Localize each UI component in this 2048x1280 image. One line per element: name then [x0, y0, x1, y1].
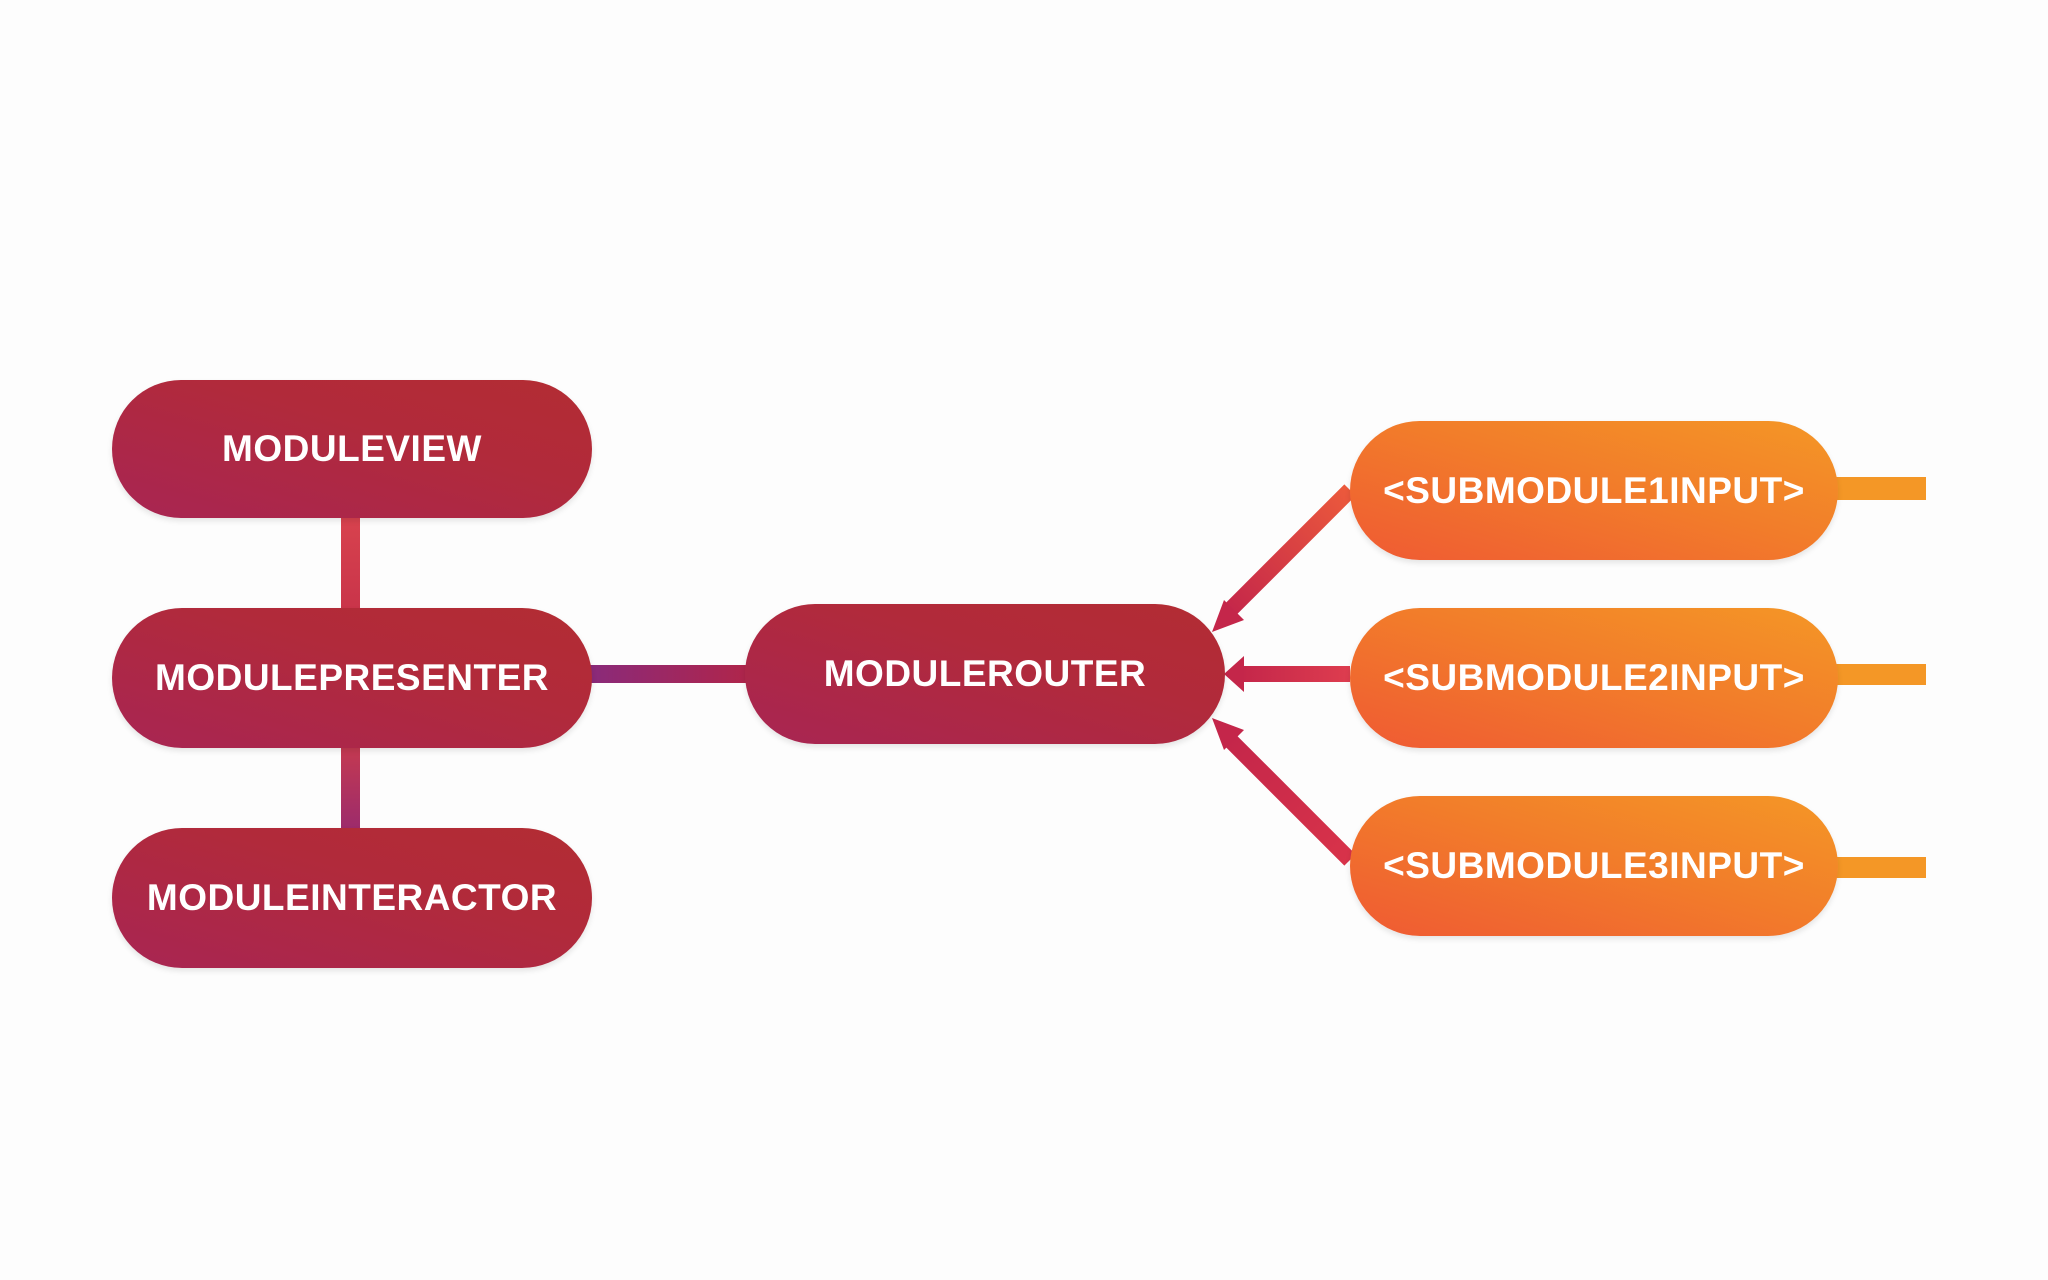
arrow-submodule2-router	[1240, 666, 1350, 682]
connector-presenter-interactor	[341, 745, 360, 830]
connector-presenter-router	[590, 665, 750, 683]
module-interactor-label: MODULEINTERACTOR	[146, 877, 558, 918]
submodule3-output-stub	[1830, 857, 1926, 878]
submodule1-input-label: <SUBMODULE1INPUT>	[1383, 469, 1805, 511]
arrowhead-submodule1	[1212, 600, 1244, 632]
module-view-label: MODULEVIEW	[222, 428, 482, 469]
submodule1-input-node: <SUBMODULE1INPUT>	[1350, 421, 1838, 560]
connector-view-presenter	[341, 515, 360, 610]
submodule2-input-label: <SUBMODULE2INPUT>	[1383, 657, 1805, 698]
arrow-submodule1-router	[1222, 484, 1356, 618]
module-presenter-label: MODULEPRESENTER	[155, 657, 549, 698]
module-view-node: MODULEVIEW	[112, 380, 592, 518]
submodule2-input-node: <SUBMODULE2INPUT>	[1350, 608, 1838, 748]
submodule2-output-stub	[1830, 664, 1926, 685]
arrowhead-submodule2	[1224, 656, 1244, 692]
module-interactor-node: MODULEINTERACTOR	[112, 828, 592, 968]
submodule3-input-label: <SUBMODULE3INPUT>	[1383, 845, 1805, 886]
submodule1-output-stub	[1830, 477, 1926, 500]
module-router-node: MODULEROUTER	[745, 604, 1225, 744]
module-router-label: MODULEROUTER	[823, 653, 1147, 694]
submodule3-input-node: <SUBMODULE3INPUT>	[1350, 796, 1838, 936]
module-presenter-node: MODULEPRESENTER	[112, 608, 592, 748]
arrow-submodule3-router	[1222, 732, 1356, 866]
arrowhead-submodule3	[1212, 718, 1244, 750]
